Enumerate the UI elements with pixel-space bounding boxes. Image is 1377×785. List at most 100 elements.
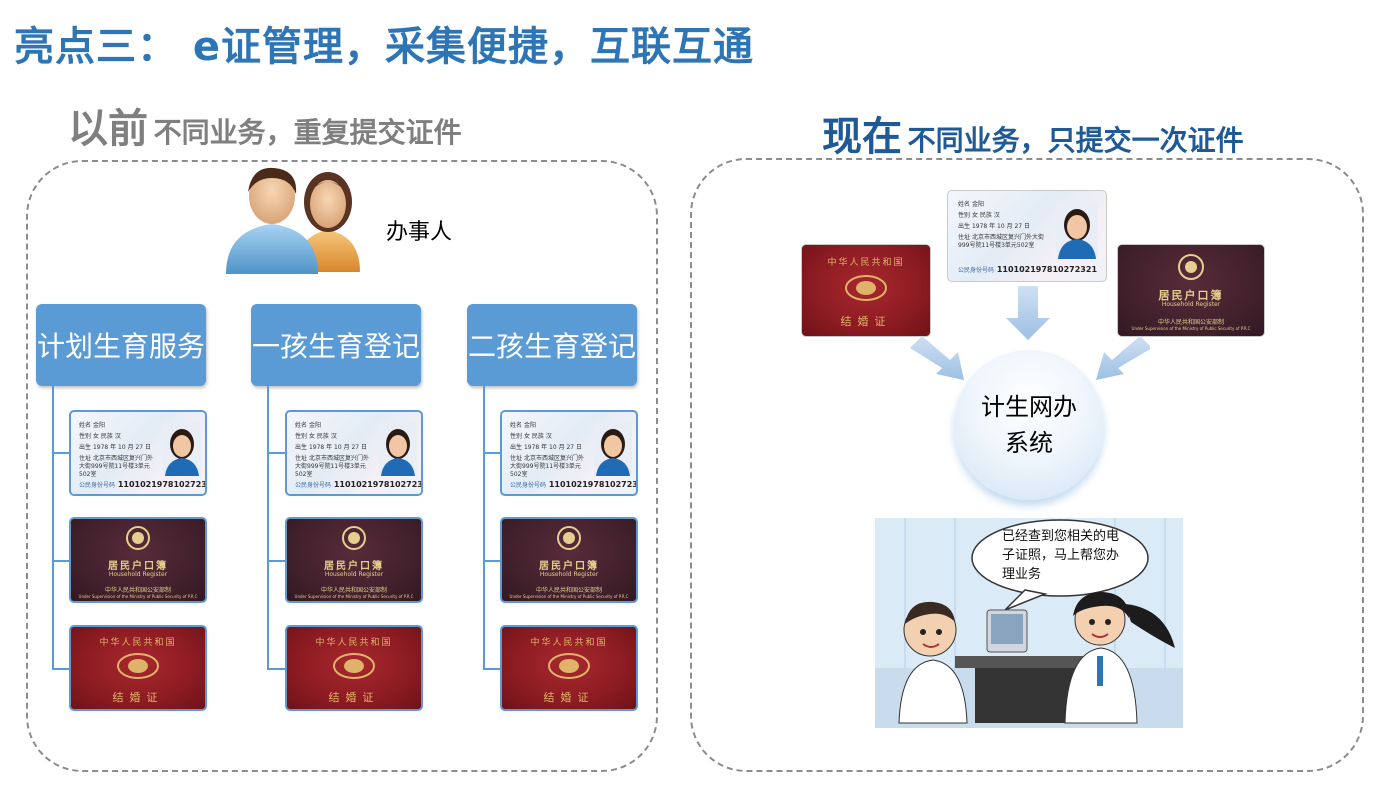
hukou-issuer: 中华人民共和国公安部制 [535,587,602,594]
national-emblem-icon [126,526,150,550]
id-card: 姓名 金阳 性别 女 民族 汉 出生 1978 年 10 月 27 日 住址 北… [500,410,638,496]
id-photo [379,422,417,476]
id-sex: 女 [971,212,978,219]
id-card: 姓名 金阳 性别 女 民族 汉 出生 1978 年 10 月 27 日 住址 北… [285,410,423,496]
marriage-certificate: 中华人民共和国 结婚证 [500,625,638,711]
marriage-header: 中华人民共和国 [99,638,177,648]
speech-bubble-text: 已经查到您相关的电子证照，马上帮您办理业务 [1002,529,1120,582]
id-number: 110102197810272321 [117,480,207,489]
man-figure [898,601,968,724]
id-address: 北京市西城区复兴门外大街999号院11号楼3单元502室 [295,455,369,478]
marriage-header: 中华人民共和国 [530,638,608,648]
marriage-title: 结婚证 [112,691,164,704]
id-address-label: 住址 [510,455,523,462]
arrow-down-icon [1006,286,1050,340]
system-label: 计生网办系统 [981,393,1077,457]
id-photo [1056,201,1098,259]
slide-title: 亮点三： e证管理，采集便捷，互联互通 [14,24,755,70]
hukou-subtitle: Household Register [108,571,168,578]
connector-line [483,668,500,670]
hukou-issuer-en: Under Supervision of the Ministry of Pub… [1131,326,1251,331]
hukou-title: 居民户口簿 [1158,289,1224,302]
id-ethnicity: 汉 [993,212,1000,219]
id-ethnicity-label: 民族 [979,212,992,219]
connector-line [267,386,269,670]
id-number-label: 公民身份号码 [510,482,547,489]
id-ethnicity: 汉 [114,433,121,440]
hukou-issuer: 中华人民共和国公安部制 [320,587,387,594]
id-sex: 女 [92,433,99,440]
id-birth-label: 出生 [958,223,971,230]
id-sex-label: 性别 [79,433,92,440]
id-address-label: 住址 [958,234,971,241]
before-panel [26,160,658,772]
service-box-second-child: 二孩生育登记 [467,304,637,386]
id-name-label: 姓名 [295,422,308,429]
id-name-label: 姓名 [958,201,971,208]
id-ethnicity-label: 民族 [531,433,544,440]
connector-line [267,452,285,454]
applicant-label: 办事人 [386,220,453,245]
hukou-issuer-en: Under Supervision of the Ministry of Pub… [294,594,414,599]
national-emblem-icon [1178,254,1204,280]
hukou-title: 居民户口簿 [324,561,384,572]
before-heading-big: 以前 [68,106,148,152]
national-emblem-icon [117,653,159,679]
connector-line [52,452,69,454]
id-name: 金阳 [971,201,984,208]
id-name-label: 姓名 [510,422,523,429]
hukou-issuer-en: Under Supervision of the Ministry of Pub… [78,594,198,599]
id-name: 金阳 [92,422,105,429]
arrow-diagonal-left-icon [910,336,964,380]
household-register: 居民户口簿 Household Register 中华人民共和国公安部制 Und… [500,517,638,603]
now-heading-small: 不同业务，只提交一次证件 [907,124,1244,157]
hukou-title: 居民户口簿 [108,561,168,572]
id-photo [594,422,632,476]
connector-line [52,560,69,562]
id-sex-label: 性别 [958,212,971,219]
id-address: 北京市西城区复兴门外大街999号院11号楼3单元502室 [958,234,1044,249]
hukou-issuer-en: Under Supervision of the Ministry of Pub… [509,594,629,599]
id-birth: 1978 年 10 月 27 日 [92,444,152,451]
id-photo [163,422,201,476]
id-address-label: 住址 [295,455,308,462]
id-birth-label: 出生 [79,444,92,451]
marriage-title: 结婚证 [543,691,595,704]
id-number: 110102197810272321 [548,480,638,489]
now-heading: 现在 不同业务，只提交一次证件 [822,104,1244,162]
marriage-certificate: 中华人民共和国 结婚证 [69,625,207,711]
hukou-subtitle: Household Register [1161,301,1221,308]
id-address: 北京市西城区复兴门外大街999号院11号楼3单元502室 [79,455,153,478]
arrow-diagonal-right-icon [1096,336,1150,380]
id-ethnicity-label: 民族 [100,433,113,440]
connector-line [267,668,285,670]
id-card: 姓名 金阳 性别 女 民族 汉 出生 1978 年 10 月 27 日 住址 北… [69,410,207,496]
connector-line [483,386,485,670]
connector-line [483,560,500,562]
id-number: 110102197810272321 [333,480,423,489]
id-birth-label: 出生 [295,444,308,451]
id-sex: 女 [523,433,530,440]
id-birth: 1978 年 10 月 27 日 [523,444,583,451]
marriage-certificate: 中华人民共和国 结婚证 [285,625,423,711]
id-birth: 1978 年 10 月 27 日 [971,223,1031,230]
hukou-issuer: 中华人民共和国公安部制 [104,587,171,594]
system-circle: 计生网办系统 [954,350,1104,500]
applicant-people-icon [226,167,360,274]
now-heading-big: 现在 [822,114,902,160]
national-emblem-icon [333,653,375,679]
connector-line [52,386,54,670]
marriage-certificate: 中华人民共和国 结婚证 [801,244,931,337]
national-emblem-icon [342,526,366,550]
connector-line [52,668,69,670]
id-sex: 女 [308,433,315,440]
id-address: 北京市西城区复兴门外大街999号院11号楼3单元502室 [510,455,584,478]
before-heading: 以前 不同业务，重复提交证件 [68,96,462,154]
now-panel [690,158,1364,772]
id-number-label: 公民身份号码 [79,482,116,489]
service-box-first-child: 一孩生育登记 [251,304,421,386]
id-number: 110102197810272321 [996,265,1098,274]
national-emblem-icon [548,653,590,679]
id-name: 金阳 [308,422,321,429]
id-ethnicity-label: 民族 [316,433,329,440]
